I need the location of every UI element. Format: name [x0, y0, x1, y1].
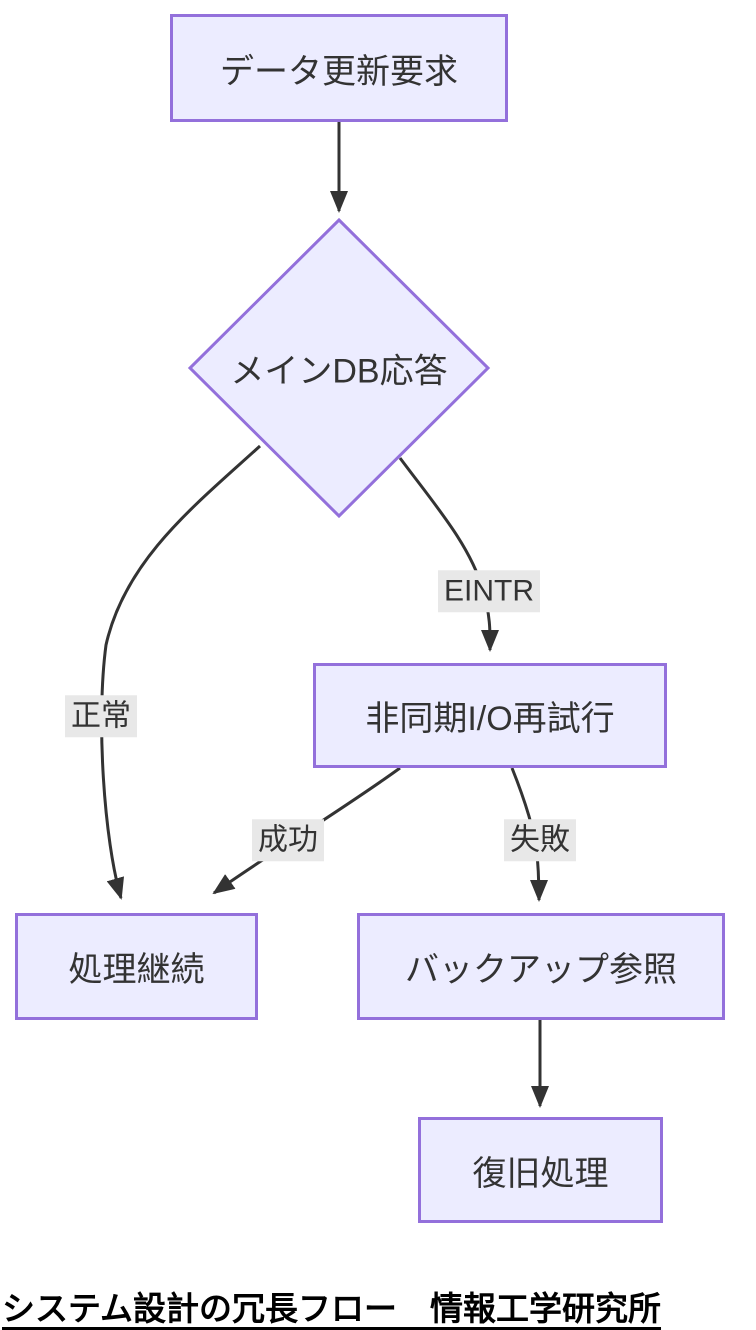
edge-label-success: 成功	[252, 819, 324, 861]
node-recovery-process: 復旧処理	[418, 1117, 663, 1223]
edge-label-normal: 正常	[65, 695, 137, 737]
diagram-caption: システム設計の冗長フロー 情報工学研究所	[2, 1290, 662, 1327]
node-data-update-request: データ更新要求	[170, 14, 508, 122]
node-async-io-retry: 非同期I/O再試行	[313, 663, 667, 768]
edge-decision-to-retry	[398, 457, 500, 652]
edge-label-eintr: EINTR	[438, 570, 540, 612]
edge-decision-to-continue	[100, 444, 262, 900]
node-process-continue: 処理継続	[15, 913, 258, 1020]
edge-label-failure: 失敗	[504, 819, 576, 861]
node-backup-reference: バックアップ参照	[357, 913, 725, 1020]
node-main-db-response-label: メインDB応答	[230, 352, 448, 391]
